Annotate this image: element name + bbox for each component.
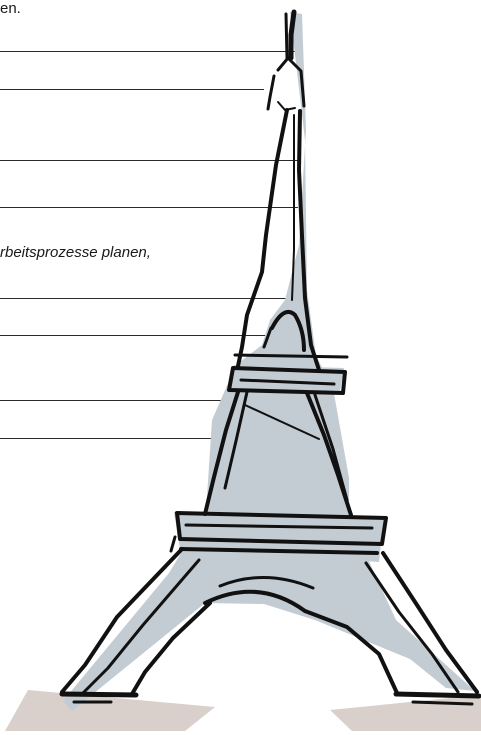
worksheet-page: en. rbeitsprozesse planen, — [0, 0, 481, 735]
eiffel-tower-icon — [0, 0, 481, 735]
